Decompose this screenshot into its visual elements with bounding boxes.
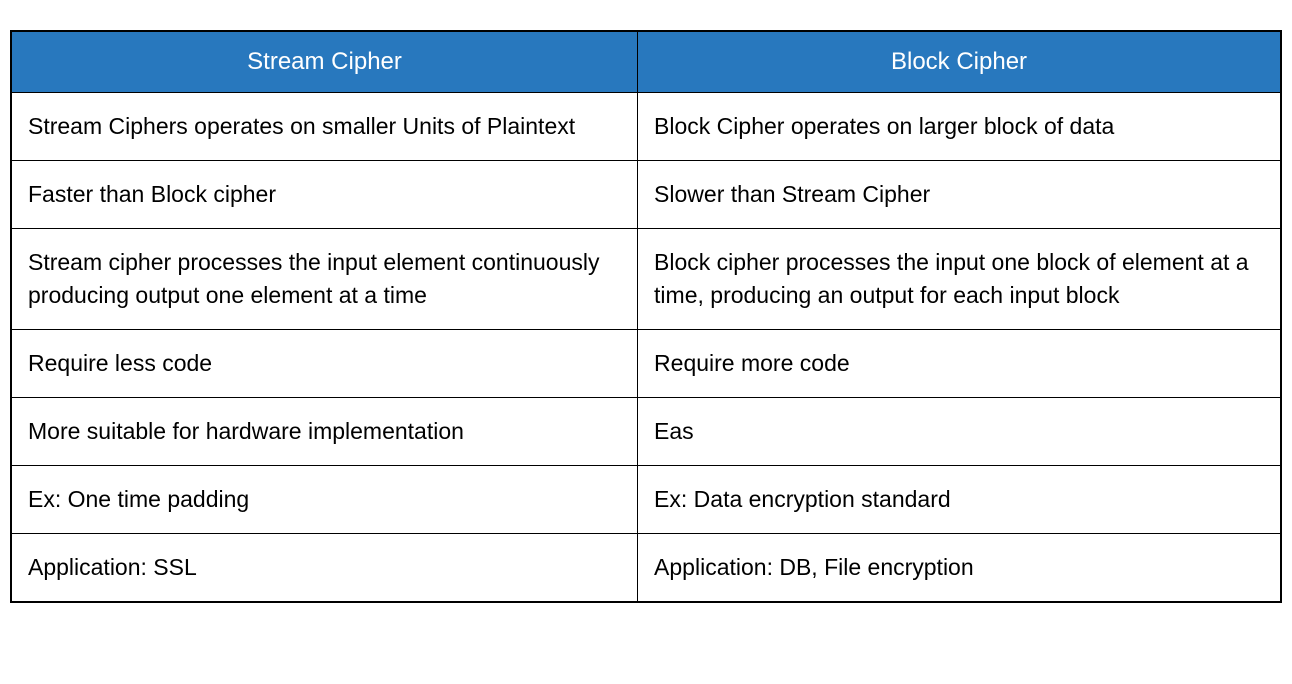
cell-block-units: Block Cipher operates on larger block of… xyxy=(637,92,1282,161)
table-row: Ex: One time padding Ex: Data encryption… xyxy=(10,465,1282,534)
cell-block-application: Application: DB, File encryption xyxy=(637,533,1282,603)
table-row: Faster than Block cipher Slower than Str… xyxy=(10,160,1282,229)
cell-stream-speed: Faster than Block cipher xyxy=(10,160,639,229)
cell-stream-units: Stream Ciphers operates on smaller Units… xyxy=(10,92,639,161)
table-row: More suitable for hardware implementatio… xyxy=(10,397,1282,466)
table-header-row: Stream Cipher Block Cipher xyxy=(10,30,1282,93)
table-row: Stream cipher processes the input elemen… xyxy=(10,228,1282,330)
cell-block-hardware: Eas xyxy=(637,397,1282,466)
table-row: Require less code Require more code xyxy=(10,329,1282,398)
header-cell-block-cipher: Block Cipher xyxy=(637,30,1282,93)
cell-stream-application: Application: SSL xyxy=(10,533,639,603)
cell-stream-processing: Stream cipher processes the input elemen… xyxy=(10,228,639,330)
cell-block-example: Ex: Data encryption standard xyxy=(637,465,1282,534)
header-cell-stream-cipher: Stream Cipher xyxy=(10,30,639,93)
cell-stream-example: Ex: One time padding xyxy=(10,465,639,534)
cell-block-speed: Slower than Stream Cipher xyxy=(637,160,1282,229)
cell-block-processing: Block cipher processes the input one blo… xyxy=(637,228,1282,330)
table-row: Application: SSL Application: DB, File e… xyxy=(10,533,1282,603)
table-row: Stream Ciphers operates on smaller Units… xyxy=(10,92,1282,161)
cell-stream-hardware: More suitable for hardware implementatio… xyxy=(10,397,639,466)
cell-stream-code: Require less code xyxy=(10,329,639,398)
cell-block-code: Require more code xyxy=(637,329,1282,398)
cipher-comparison-table: Stream Cipher Block Cipher Stream Cipher… xyxy=(10,30,1282,603)
